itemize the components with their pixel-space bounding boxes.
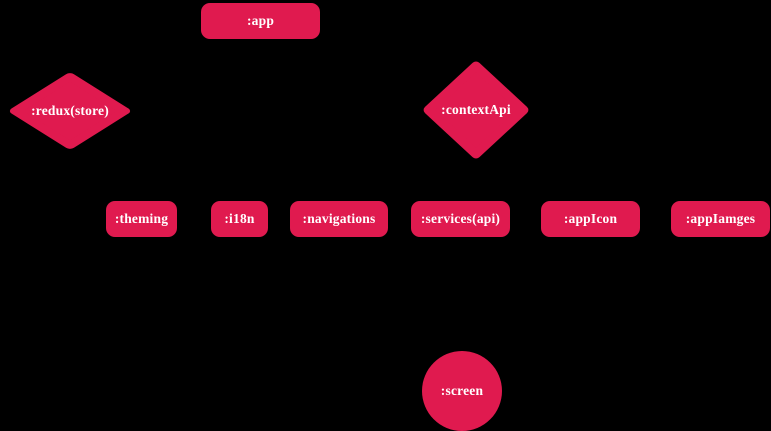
diamond-shape [423,61,529,159]
node-services-api: :services(api) [411,201,510,237]
node-label: :appIamges [685,211,756,226]
node-redux-store: :redux(store) [8,72,132,150]
node-app: :app [201,3,320,39]
node-label: :i18n [224,211,255,226]
node-i18n: :i18n [211,201,268,237]
node-appicon: :appIcon [541,201,640,237]
node-appiamges: :appIamges [671,201,770,237]
node-label: :appIcon [563,211,618,226]
node-screen: :screen [422,351,502,431]
node-label: :services(api) [420,211,501,226]
node-contextapi: :contextApi [422,60,530,160]
node-label: :contextApi [441,102,511,117]
node-navigations: :navigations [290,201,388,237]
node-label: :redux(store) [31,103,109,118]
node-label: :theming [114,211,169,226]
diamond-shape [9,73,131,149]
node-label: :app [246,13,275,28]
node-label: :navigations [302,211,376,226]
node-label: :screen [440,383,484,398]
node-theming: :theming [106,201,177,237]
